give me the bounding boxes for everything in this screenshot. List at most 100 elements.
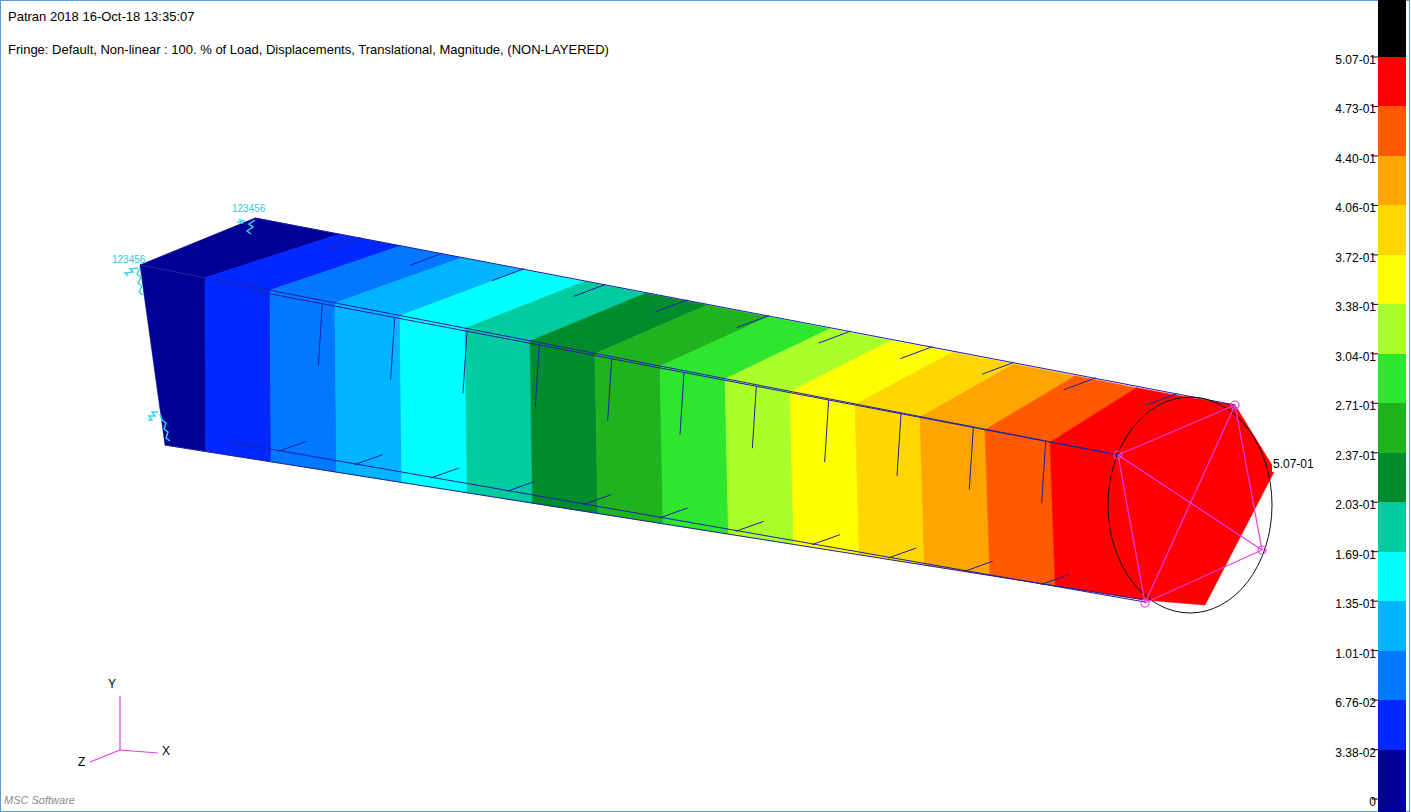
- legend-swatch: [1378, 403, 1406, 452]
- fringe-band: [400, 316, 467, 493]
- legend-swatch: [1378, 552, 1406, 601]
- axis-label: X: [162, 745, 170, 759]
- rbe-spoke: [1145, 405, 1235, 603]
- rbe-outline: [1118, 405, 1262, 603]
- mesh-line: [355, 455, 383, 465]
- mesh-line: [888, 548, 916, 558]
- mesh-line: [982, 362, 1014, 374]
- axis-line: [120, 750, 158, 753]
- logo-text: MSC Software: [4, 794, 75, 807]
- legend-value: 1.69-01: [1335, 549, 1376, 561]
- fringe-band: [335, 303, 402, 482]
- mesh-line: [660, 508, 688, 518]
- mesh-line: [492, 269, 524, 281]
- constraint-symbol: [137, 268, 143, 295]
- legend-swatch: [1378, 601, 1406, 650]
- mesh-line: [278, 441, 306, 451]
- mesh-line: [255, 218, 1235, 405]
- rbe-node: [1258, 546, 1266, 554]
- max-value: 5.07-01: [1272, 458, 1315, 472]
- fringe-band: [725, 379, 794, 544]
- mesh-line: [819, 331, 851, 343]
- mesh-line: [431, 468, 459, 478]
- mesh-line: [1042, 441, 1046, 503]
- mesh-line: [680, 373, 684, 435]
- mesh-line: [140, 265, 1118, 455]
- constraint-symbol: [148, 412, 158, 420]
- constraint-dof: 123456: [232, 203, 265, 215]
- rbe-node: [1231, 401, 1239, 409]
- mesh-line: [1064, 378, 1096, 390]
- mesh-line: [318, 304, 322, 366]
- mesh-line: [752, 386, 756, 448]
- axis-label: Z: [78, 756, 85, 770]
- mesh-line: [655, 300, 687, 312]
- legend-swatch: [1378, 205, 1406, 254]
- constraint-symbol: [237, 220, 245, 223]
- mesh-line: [391, 318, 395, 380]
- legend-swatch: [1378, 0, 1406, 57]
- load-circle: [1108, 397, 1272, 613]
- plot-header: Patran 2018 16-Oct-18 13:35:07: [8, 10, 194, 25]
- legend-swatch: [1378, 304, 1406, 353]
- legend-swatch: [1378, 651, 1406, 700]
- fringe-band: [790, 392, 859, 555]
- legend-swatch: [1378, 156, 1406, 205]
- legend-swatch: [1378, 255, 1406, 304]
- beam-model: [140, 218, 1275, 605]
- mesh-wireframe: [140, 218, 1235, 602]
- mesh-line: [250, 290, 1118, 455]
- mesh-line: [737, 316, 769, 328]
- legend-value: 0: [1369, 796, 1376, 808]
- fringe-band: [1050, 388, 1175, 455]
- legend-value: 2.03-01: [1335, 499, 1376, 511]
- rbe-element: [1114, 401, 1266, 607]
- fringe-band: [855, 404, 925, 565]
- fringe-band: [205, 278, 271, 462]
- fringe-band: [920, 417, 990, 575]
- legend-value: 2.71-01: [1335, 400, 1376, 412]
- fringe-band: [660, 366, 729, 534]
- fringe-band: [595, 354, 663, 524]
- mesh-line: [463, 331, 467, 393]
- mesh-line: [329, 238, 361, 250]
- legend-value: 1.01-01: [1335, 648, 1376, 660]
- rbe-node: [1141, 599, 1149, 607]
- constraint-symbols: [125, 220, 255, 441]
- constraint-symbol: [125, 268, 138, 276]
- rbe-spoke: [1118, 455, 1262, 550]
- mesh-line: [825, 400, 829, 462]
- mesh-line: [969, 428, 973, 490]
- axis-line: [90, 750, 120, 762]
- mesh-line: [736, 521, 764, 531]
- axis-line: [119, 696, 120, 750]
- fringe-band: [465, 328, 533, 503]
- legend-swatch: [1378, 453, 1406, 502]
- legend-value: 4.73-01: [1335, 103, 1376, 115]
- constraint-symbol: [247, 220, 255, 234]
- mesh-line: [535, 345, 539, 407]
- fringe-description: Fringe: Default, Non-linear : 100. % of …: [8, 43, 609, 58]
- legend-value: 3.04-01: [1335, 351, 1376, 363]
- mesh-line: [965, 561, 993, 571]
- legend-value: 4.06-01: [1335, 202, 1376, 214]
- mesh-line: [608, 359, 612, 421]
- mesh-line: [583, 495, 611, 505]
- legend-swatch: [1378, 700, 1406, 749]
- axis-triad: [90, 696, 158, 762]
- mesh-line: [165, 445, 1145, 600]
- mesh-line: [1041, 575, 1069, 585]
- legend-value: 3.38-01: [1335, 301, 1376, 313]
- mesh-line: [574, 284, 606, 296]
- legend-swatch: [1378, 354, 1406, 403]
- axis-label: Y: [108, 678, 116, 692]
- legend-value: 1.35-01: [1335, 598, 1376, 610]
- legend-swatch: [1378, 57, 1406, 106]
- fringe-band: [140, 265, 206, 451]
- legend-value: 3.72-01: [1335, 252, 1376, 264]
- fringe-band: [270, 290, 337, 472]
- mesh-line: [507, 481, 535, 491]
- legend-swatch: [1378, 502, 1406, 551]
